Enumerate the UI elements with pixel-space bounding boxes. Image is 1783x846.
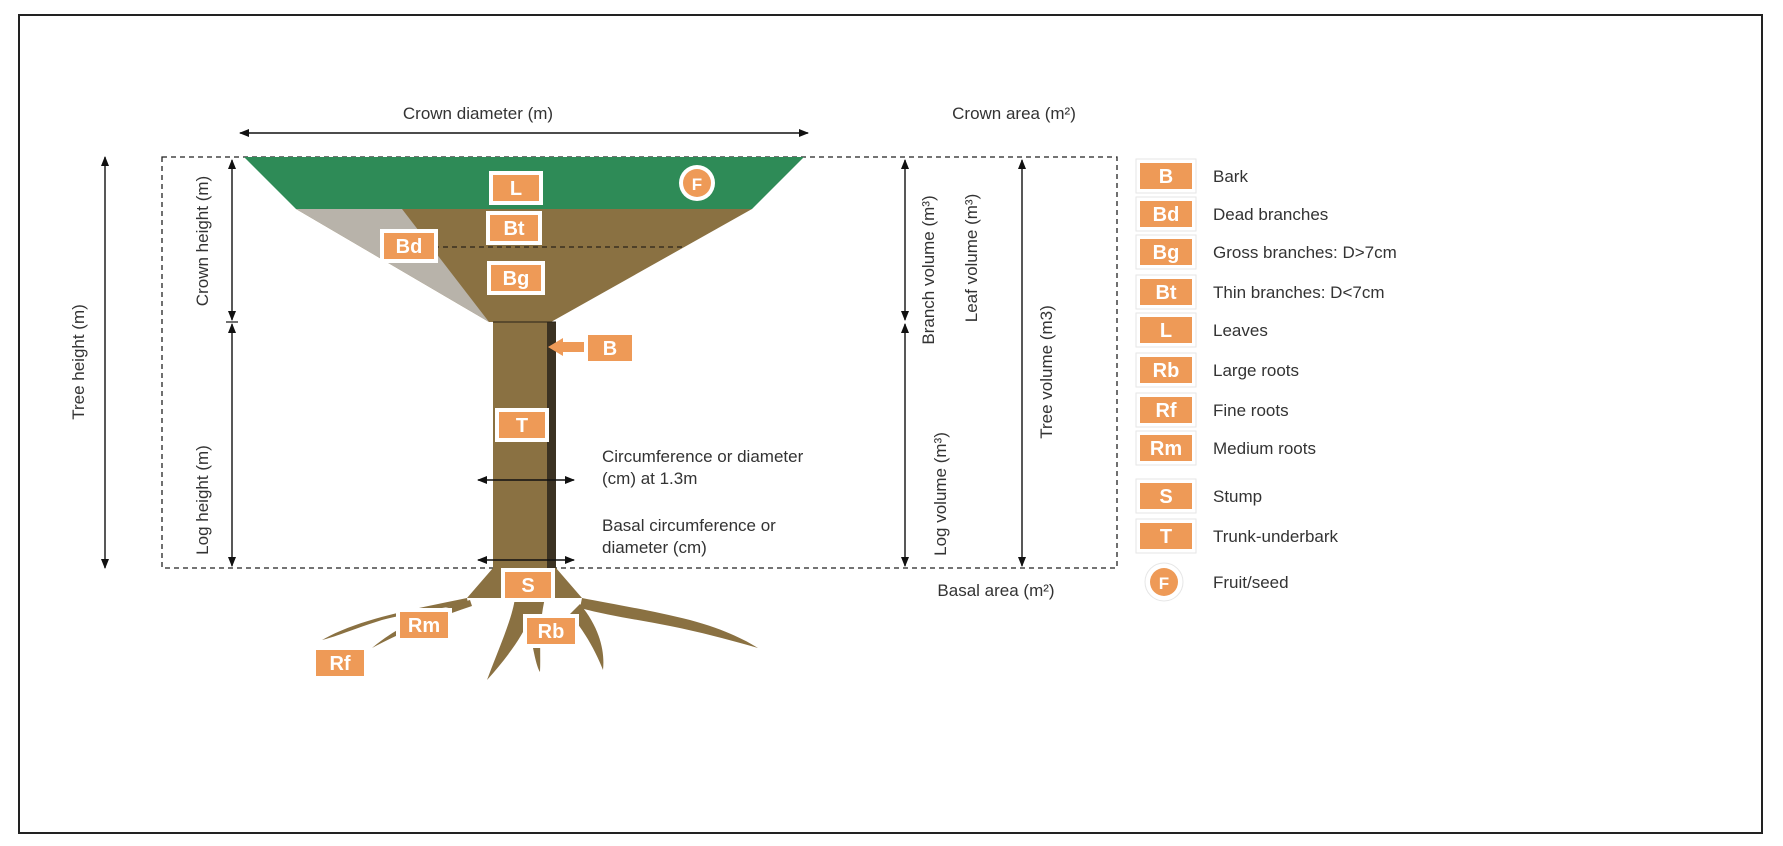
dbh-label-line1: Circumference or diameter — [602, 447, 804, 466]
legend-item-s: S Stump — [1135, 478, 1262, 514]
legend-label: Bark — [1213, 167, 1248, 186]
badge-Bg: Bg — [487, 261, 545, 295]
crown-area-label: Crown area (m²) — [952, 104, 1076, 123]
legend-label: Gross branches: D>7cm — [1213, 243, 1397, 262]
legend-label: Stump — [1213, 487, 1262, 506]
badge-S: S — [501, 568, 555, 602]
legend-code: Bd — [1153, 204, 1180, 226]
badge-Bt: Bt — [486, 211, 542, 245]
badge-B: B — [584, 331, 636, 365]
dbh-label-line2: (cm) at 1.3m — [602, 469, 697, 488]
legend-item-bt: Bt Thin branches: D<7cm — [1135, 274, 1385, 310]
svg-text:Bt: Bt — [503, 218, 524, 240]
legend-label: Leaves — [1213, 321, 1268, 340]
badge-L: L — [489, 171, 543, 205]
legend-label: Trunk-underbark — [1213, 527, 1339, 546]
badge-F: F — [679, 165, 715, 201]
legend-code: L — [1160, 320, 1172, 342]
svg-text:F: F — [692, 175, 702, 194]
legend-code: T — [1160, 526, 1172, 548]
trunk-bark-shape — [547, 322, 556, 568]
legend-item-rm: Rm Medium roots — [1135, 430, 1316, 466]
legend-item-l: L Leaves — [1135, 312, 1268, 348]
legend-label: Thin branches: D<7cm — [1213, 283, 1385, 302]
branch-volume-label: Branch volume (m³) — [919, 195, 938, 344]
svg-text:B: B — [603, 338, 617, 360]
legend-item-bd: Bd Dead branches — [1135, 196, 1328, 232]
legend-code: Bt — [1155, 282, 1176, 304]
legend-code: Rb — [1153, 360, 1180, 382]
legend-label: Large roots — [1213, 361, 1299, 380]
badge-T: T — [495, 408, 549, 442]
badge-Rb: Rb — [523, 614, 579, 648]
crown-height-label: Crown height (m) — [193, 176, 212, 306]
trunk-shape — [493, 322, 547, 568]
basal-area-label: Basal area (m²) — [937, 581, 1054, 600]
svg-text:Rf: Rf — [329, 653, 350, 675]
bark-pointer-arrow — [548, 338, 584, 356]
legend-code: B — [1159, 166, 1173, 188]
svg-text:S: S — [521, 575, 534, 597]
legend-item-f: F Fruit/seed — [1144, 562, 1289, 602]
legend-code: Bg — [1153, 242, 1180, 264]
svg-text:Bd: Bd — [396, 236, 423, 258]
legend-item-t: T Trunk-underbark — [1135, 518, 1339, 554]
diagram-frame — [18, 14, 1763, 834]
legend-label: Fine roots — [1213, 401, 1289, 420]
basal-circ-label-line1: Basal circumference or — [602, 516, 776, 535]
svg-text:Rm: Rm — [408, 615, 440, 637]
legend-item-rb: Rb Large roots — [1135, 352, 1299, 388]
leaf-volume-label: Leaf volume (m³) — [962, 194, 981, 322]
badge-Rf: Rf — [312, 646, 368, 680]
legend-item-b: B Bark — [1135, 158, 1248, 194]
legend-item-rf: Rf Fine roots — [1135, 392, 1289, 428]
tree-volume-label: Tree volume (m3) — [1037, 305, 1056, 439]
svg-text:Rb: Rb — [538, 621, 565, 643]
legend-code: S — [1159, 486, 1172, 508]
log-height-label: Log height (m) — [193, 445, 212, 555]
basal-circ-label-line2: diameter (cm) — [602, 538, 707, 557]
svg-text:T: T — [516, 415, 528, 437]
svg-text:Bg: Bg — [503, 268, 530, 290]
dead-branches-shape — [296, 209, 489, 322]
badge-Bd: Bd — [380, 229, 438, 263]
legend-code: Rm — [1150, 438, 1182, 460]
legend-item-bg: Bg Gross branches: D>7cm — [1135, 234, 1397, 270]
tree-height-label: Tree height (m) — [69, 304, 88, 420]
legend-label: Medium roots — [1213, 439, 1316, 458]
legend-code: F — [1159, 574, 1169, 593]
crown-diameter-label: Crown diameter (m) — [403, 104, 553, 123]
log-volume-label: Log volume (m³) — [931, 432, 950, 556]
legend-label: Fruit/seed — [1213, 573, 1289, 592]
svg-text:L: L — [510, 178, 522, 200]
root-right-shape — [580, 598, 758, 648]
badge-Rm: Rm — [396, 608, 452, 642]
legend-code: Rf — [1155, 400, 1176, 422]
legend-label: Dead branches — [1213, 205, 1328, 224]
